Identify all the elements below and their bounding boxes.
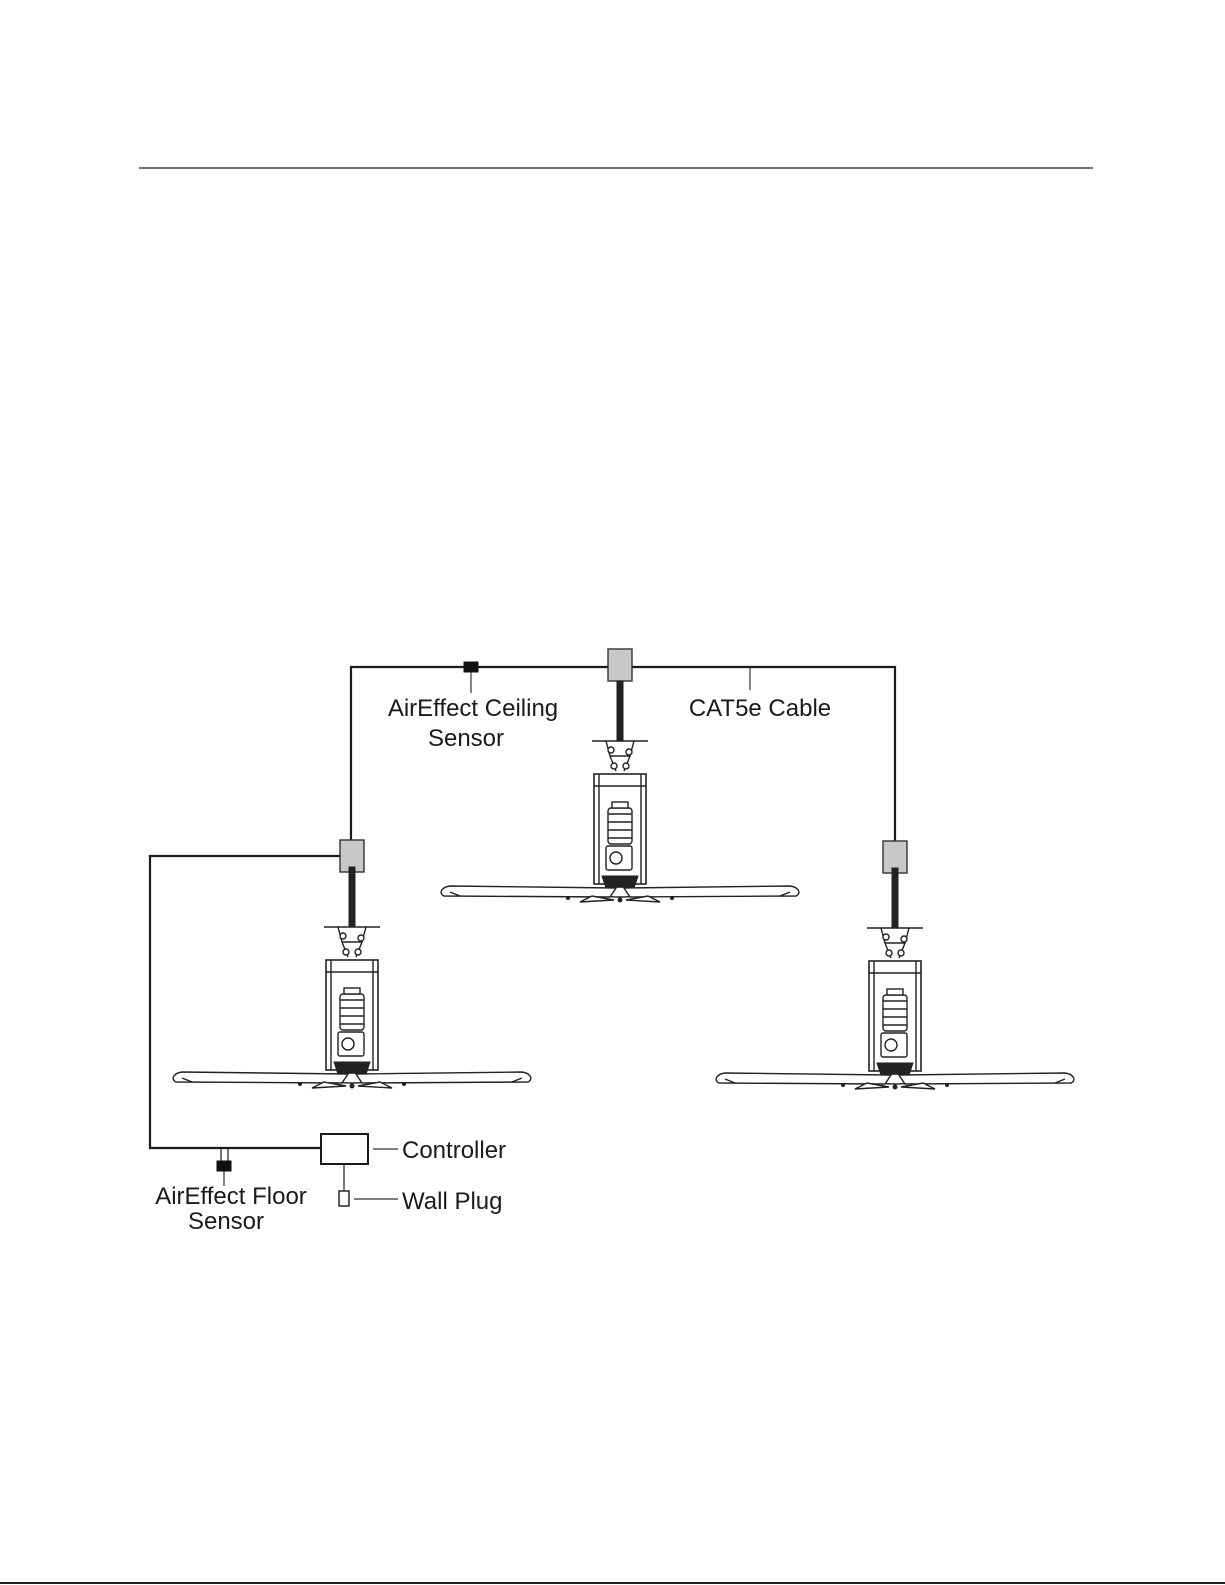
ceiling-sensor-label-line1: AirEffect Ceiling: [388, 695, 558, 722]
floor-sensor-label-line1: AirEffect Floor: [155, 1183, 307, 1210]
wall-plug-icon: [339, 1191, 349, 1206]
controller-label: Controller: [402, 1137, 506, 1164]
floor-sensor-label-line2: Sensor: [188, 1208, 264, 1235]
cable-label: CAT5e Cable: [689, 695, 831, 722]
fan-right: [716, 841, 1074, 1089]
ceiling-sensor-icon: [464, 662, 478, 672]
ceiling-sensor-label-line2: Sensor: [428, 725, 504, 752]
fan-left: [173, 840, 531, 1088]
wall-plug-label: Wall Plug: [402, 1188, 502, 1215]
ceiling-fan-icon: [173, 867, 531, 1088]
cable-left-run: [150, 856, 340, 1148]
junction-box-icon: [608, 649, 632, 681]
fan-center: [441, 649, 799, 902]
ceiling-fan-icon: [716, 868, 1074, 1089]
floor-sensor-icon: [217, 1161, 231, 1171]
controller-box-icon: [321, 1134, 368, 1164]
